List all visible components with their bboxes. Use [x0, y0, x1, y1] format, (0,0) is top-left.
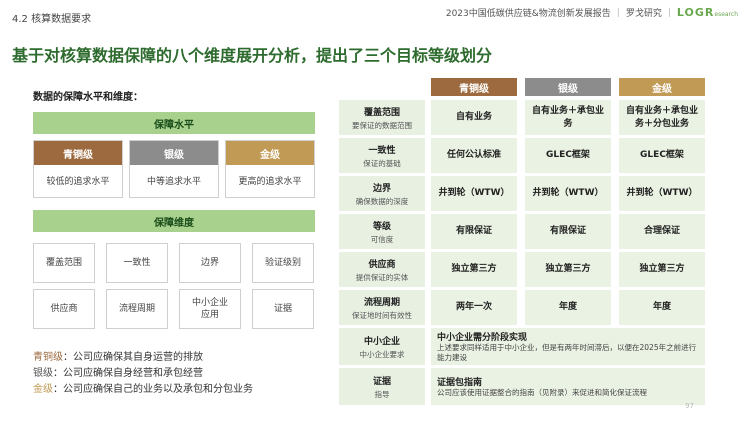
table-cell: 两年一次 — [431, 290, 517, 325]
page-title: 基于对核算数据保障的八个维度展开分析，提出了三个目标等级划分 — [12, 46, 493, 65]
row-title: 等级 — [372, 221, 391, 232]
page-number: 97 — [685, 402, 694, 410]
dimension-verification: 验证级别 — [252, 243, 314, 283]
wide-cell-heading: 证据包指南 — [437, 377, 483, 388]
legend-text: ：公司应确保其自身运营的排放 — [63, 352, 203, 363]
table-cell: 井到轮（WTW） — [619, 176, 705, 211]
table-cell: 任何公认标准 — [431, 138, 517, 173]
level-card-silver: 银级 中等追求水平 — [129, 140, 219, 198]
table-cell: 独立第三方 — [525, 252, 611, 287]
table-cell: GLEC框架 — [525, 138, 611, 173]
left-subtitle: 数据的保障水平和维度： — [33, 92, 143, 103]
legend-bronze: 青铜级：公司应确保其自身运营的排放 — [33, 348, 203, 363]
row-title: 中小企业 — [363, 336, 400, 347]
row-label: 证据指导 — [339, 368, 425, 405]
level-desc: 较低的追求水平 — [34, 165, 122, 196]
row-label: 一致性保证的基础 — [339, 138, 425, 173]
row-subtitle: 指导 — [374, 389, 390, 399]
row-label: 供应商提供保证的实体 — [339, 252, 425, 287]
header-divider: | — [667, 7, 671, 18]
row-title: 流程周期 — [363, 297, 400, 308]
row-subtitle: 保证的基础 — [363, 158, 401, 168]
row-title: 边界 — [372, 183, 391, 194]
level-card-bronze: 青铜级 较低的追求水平 — [33, 140, 123, 198]
row-subtitle: 中小企业要求 — [359, 349, 405, 359]
legend-gold: 金级：公司应确保自己的业务以及承包和分包业务 — [33, 380, 253, 395]
row-subtitle: 要保证的数据范围 — [352, 120, 412, 130]
level-desc: 中等追求水平 — [130, 165, 218, 196]
report-title: 2023中国低碳供应链&物流创新发展报告 — [445, 9, 611, 19]
table-cell: 井到轮（WTW） — [525, 176, 611, 211]
column-header-silver: 银级 — [525, 78, 611, 96]
table-cell: 有限保证 — [431, 214, 517, 249]
legend-key: 金级 — [33, 384, 53, 395]
table-cell: 自有业务＋承包业 务 — [525, 100, 611, 135]
level-desc: 更高的追求水平 — [226, 165, 314, 196]
dimension-cycle: 流程周期 — [106, 289, 168, 329]
legend-key: 青铜级 — [33, 352, 63, 363]
level-bar: 保障水平 — [33, 112, 315, 134]
level-name: 青铜级 — [34, 141, 122, 165]
table-cell: 自有业务 — [431, 100, 517, 135]
logo-main: LOGR — [676, 6, 715, 19]
table-cell: 有限保证 — [525, 214, 611, 249]
table-cell: GLEC框架 — [619, 138, 705, 173]
wide-cell-heading: 中小企业需分阶段实现 — [437, 332, 528, 343]
org-name: 罗戈研究 — [625, 9, 662, 19]
column-header-gold: 金级 — [619, 78, 705, 96]
dimension-sme: 中小企业 应用 — [179, 289, 241, 329]
table-cell: 独立第三方 — [619, 252, 705, 287]
row-title: 证据 — [372, 376, 391, 387]
table-cell: 年度 — [525, 290, 611, 325]
legend-silver: 银级：公司应确保自身经营和承包经营 — [33, 364, 203, 379]
table-cell: 年度 — [619, 290, 705, 325]
dimension-supplier: 供应商 — [33, 289, 95, 329]
legend-key: 银级 — [33, 368, 53, 379]
section-label: 4.2 核算数据要求 — [12, 14, 92, 25]
row-subtitle: 保证地时间有效性 — [352, 310, 412, 320]
level-name: 银级 — [130, 141, 218, 165]
table-cell: 井到轮（WTW） — [431, 176, 517, 211]
row-label: 流程周期保证地时间有效性 — [339, 290, 425, 325]
dimension-evidence: 证据 — [252, 289, 314, 329]
wide-cell-body: 上述要求同样适用于中小企业，但是有两年时间滞后，以便在2025年之前进行能力建设 — [437, 342, 697, 362]
dimension-coverage: 覆盖范围 — [33, 243, 95, 283]
table-cell: 独立第三方 — [431, 252, 517, 287]
row-subtitle: 可信度 — [370, 234, 394, 244]
row-title: 供应商 — [368, 259, 396, 270]
header-divider: | — [616, 7, 620, 18]
wide-cell-body: 公司应该使用证据整合的指南（见附录）来促进和简化保证流程 — [437, 387, 647, 397]
report-header: 2023中国低碳供应链&物流创新发展报告 | 罗戈研究 | LOGResearc… — [446, 6, 738, 19]
level-name: 金级 — [226, 141, 314, 165]
column-header-bronze: 青铜级 — [431, 78, 517, 96]
dimension-consistency: 一致性 — [106, 243, 168, 283]
legend-text: ：公司应确保自身经营和承包经营 — [53, 368, 203, 379]
legend-text: ：公司应确保自己的业务以及承包和分包业务 — [53, 384, 253, 395]
table-cell: 合理保证 — [619, 214, 705, 249]
level-card-gold: 金级 更高的追求水平 — [225, 140, 315, 198]
row-subtitle: 提供保证的实体 — [355, 272, 409, 282]
row-subtitle: 确保数据的深度 — [355, 196, 409, 206]
wide-cell: 证据包指南公司应该使用证据整合的指南（见附录）来促进和简化保证流程 — [431, 368, 705, 405]
logo-sub: esearch — [714, 11, 738, 18]
row-title: 一致性 — [368, 145, 396, 156]
row-title: 覆盖范围 — [363, 107, 400, 118]
dimension-boundary: 边界 — [179, 243, 241, 283]
logr-logo: LOGResearch — [677, 6, 738, 19]
row-label: 等级可信度 — [339, 214, 425, 249]
wide-cell: 中小企业需分阶段实现上述要求同样适用于中小企业，但是有两年时间滞后，以便在202… — [431, 328, 705, 365]
dimension-bar: 保障维度 — [33, 210, 315, 232]
table-cell: 自有业务＋承包业 务＋分包业务 — [619, 100, 705, 135]
row-label: 边界确保数据的深度 — [339, 176, 425, 211]
row-label: 覆盖范围要保证的数据范围 — [339, 100, 425, 135]
row-label: 中小企业中小企业要求 — [339, 328, 425, 365]
